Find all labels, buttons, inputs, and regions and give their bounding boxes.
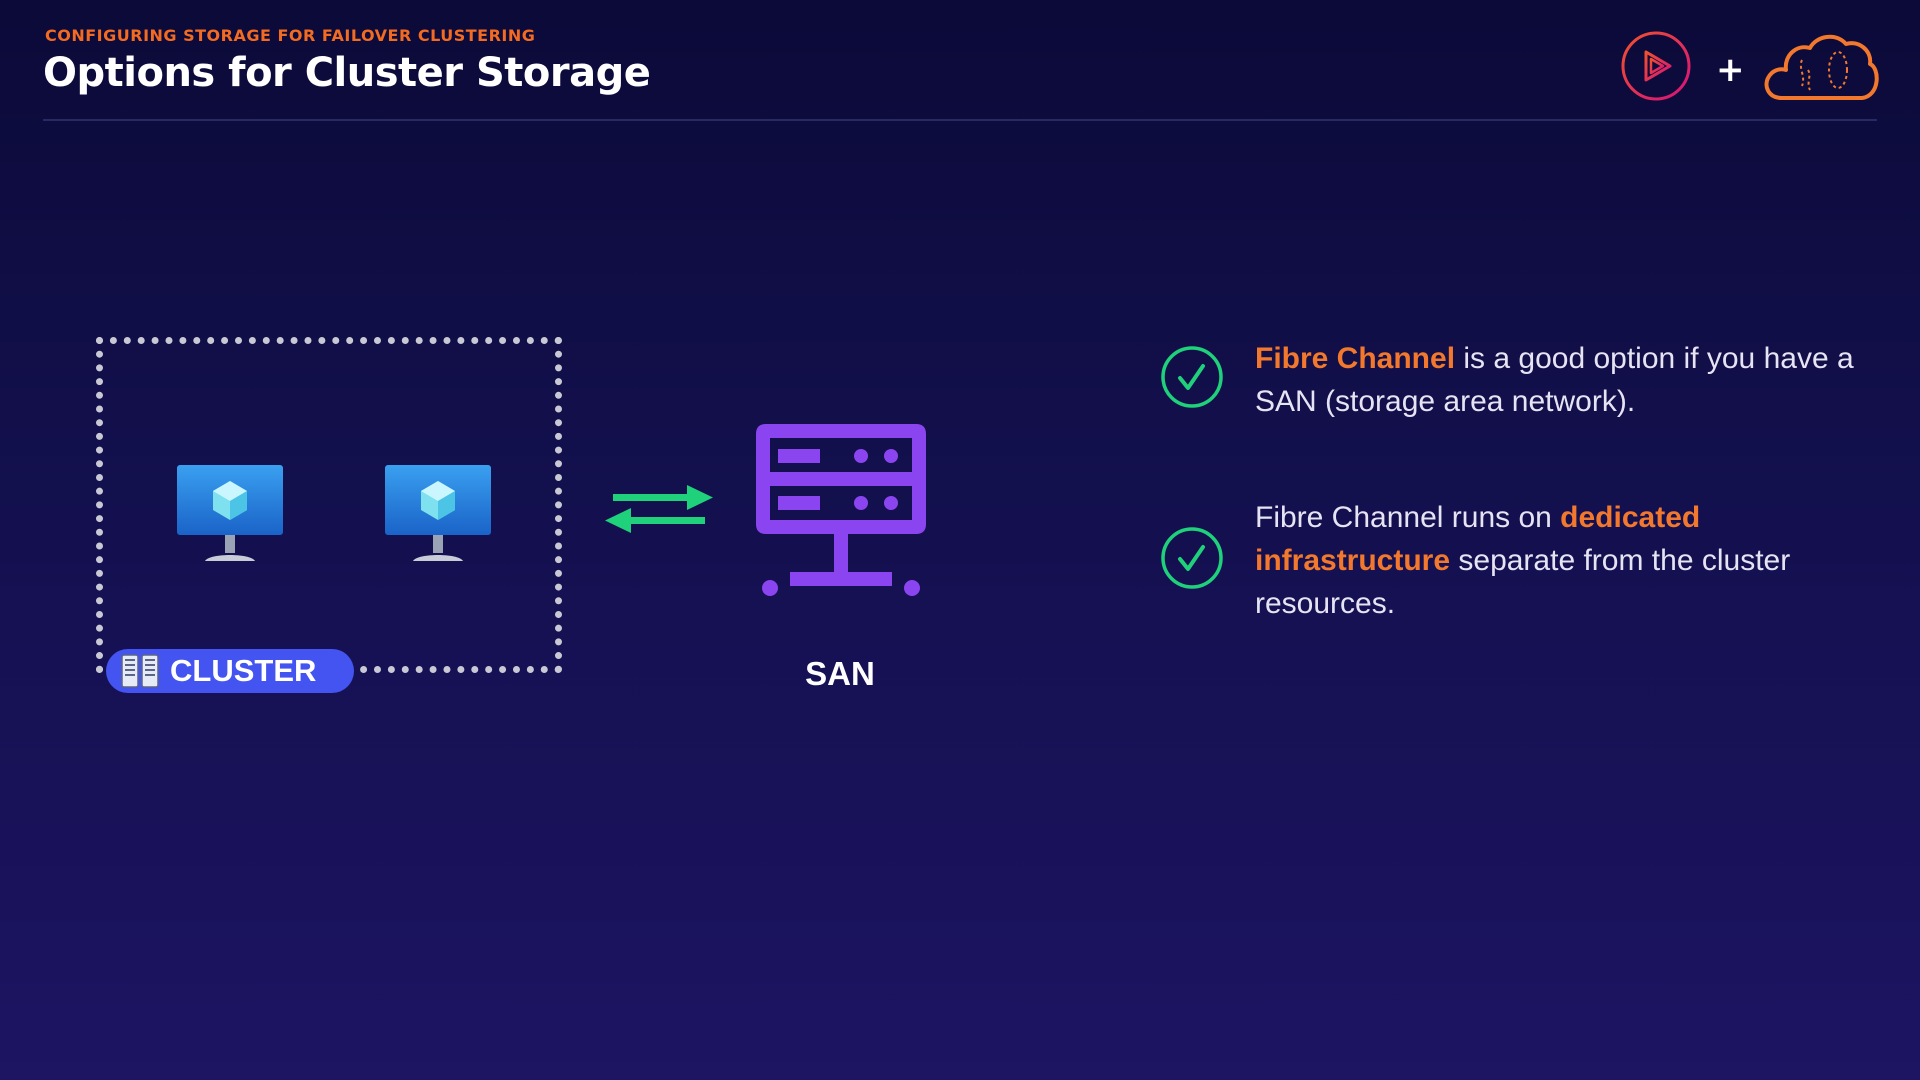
check-circle-icon — [1161, 527, 1223, 589]
header-divider — [43, 119, 1877, 121]
logos — [1620, 28, 1880, 108]
cluster-badge: CLUSTER — [106, 649, 354, 693]
storage-server-icon — [756, 424, 926, 596]
bullet-text: Fibre Channel is a good option if you ha… — [1255, 337, 1855, 423]
virtual-machine-icon — [385, 465, 491, 561]
san-label: SAN — [805, 655, 875, 692]
bullet-body: is a good option if you have a SAN (stor… — [1255, 342, 1854, 418]
highlight-term: Fibre Channel — [1255, 342, 1456, 375]
cloud-logo-icon — [1764, 34, 1879, 100]
page-title: Options for Cluster Storage — [43, 50, 651, 96]
bullet-text: Fibre Channel runs on dedicated infrastr… — [1255, 496, 1855, 625]
play-logo-icon — [1621, 31, 1691, 101]
bullet-body: Fibre Channel runs on — [1255, 501, 1561, 534]
plus-sign: + — [1716, 50, 1745, 90]
highlight-term: dedicated infrastructure — [1255, 501, 1701, 577]
server-rack-icon — [121, 654, 159, 688]
virtual-machine-icon — [177, 465, 283, 561]
cluster-label: CLUSTER — [170, 653, 317, 688]
check-circle-icon — [1161, 346, 1223, 408]
bidirectional-arrows-icon — [605, 485, 713, 533]
bullet-body: separate from the cluster resources. — [1255, 544, 1791, 620]
section-eyebrow: CONFIGURING STORAGE FOR FAILOVER CLUSTER… — [45, 26, 536, 45]
